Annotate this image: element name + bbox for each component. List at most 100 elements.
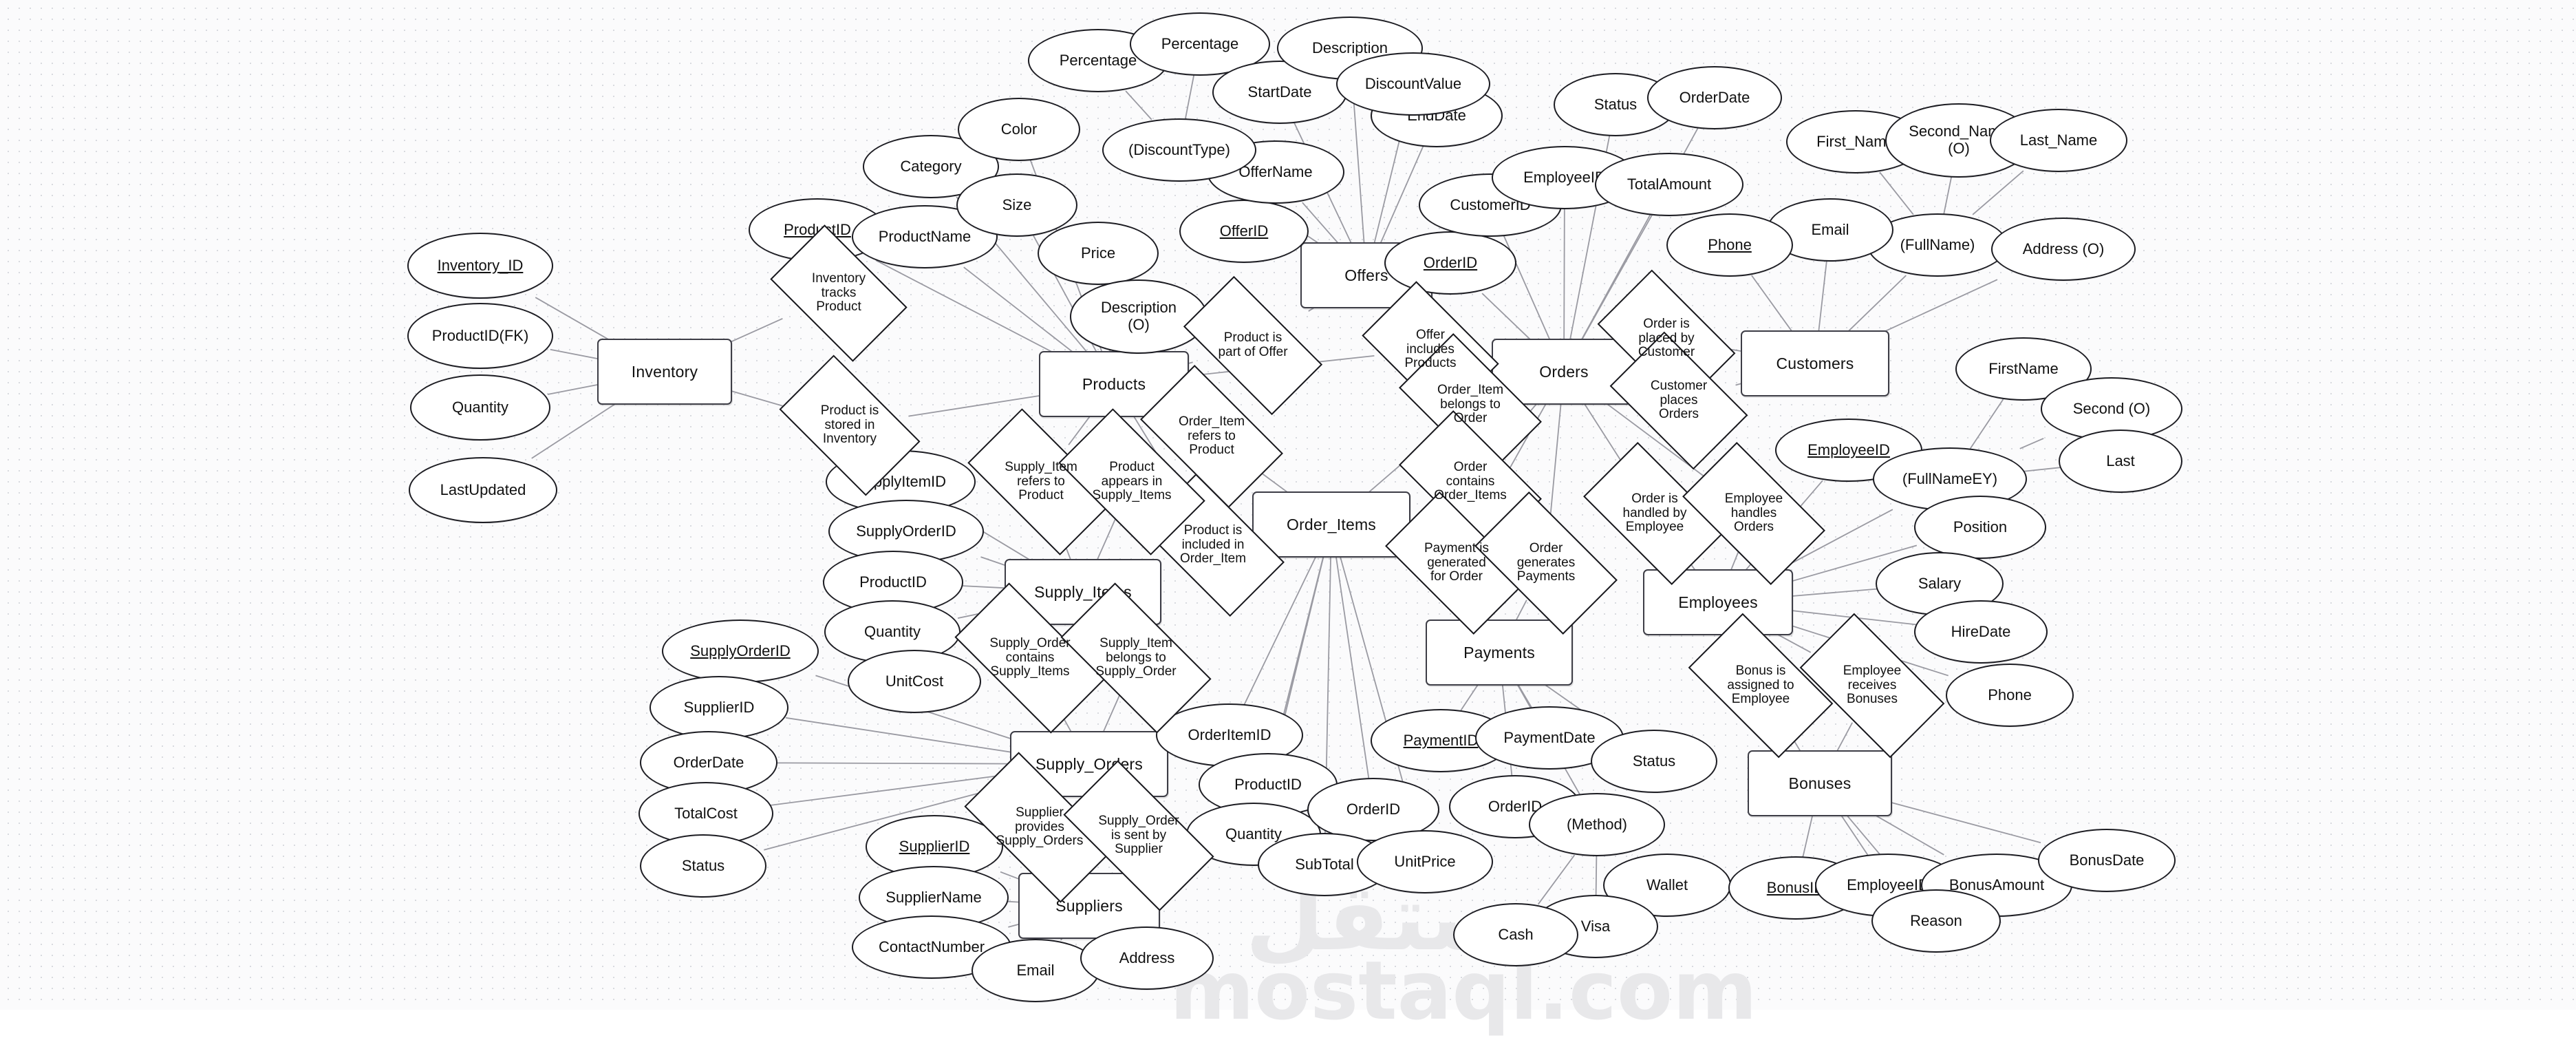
attribute-label: EmployeeID: [1523, 169, 1606, 187]
attribute-label: Phone: [1708, 237, 1752, 254]
relationship-label: Supply_Item belongs to Supply_Order: [1094, 637, 1177, 679]
attribute-discountvalue[interactable]: DiscountValue: [1336, 52, 1490, 116]
attribute-offerid[interactable]: OfferID: [1179, 200, 1309, 263]
attribute-label: SupplierName: [886, 889, 981, 907]
attribute-color[interactable]: Color: [958, 98, 1080, 161]
attribute-label: HireDate: [1951, 624, 2011, 641]
attribute-quantity[interactable]: Quantity: [410, 374, 550, 441]
attribute-label: SupplyOrderID: [856, 523, 956, 540]
connector-line: [1336, 556, 1369, 779]
attribute-productid-fk[interactable]: ProductID(FK): [407, 303, 553, 369]
connector-line: [1482, 293, 1531, 340]
attribute-label: Inventory_ID: [438, 257, 524, 275]
connector-line: [1185, 74, 1194, 120]
attribute-label: OfferName: [1238, 164, 1312, 181]
attribute-label: OrderDate: [674, 754, 744, 772]
attribute-phone[interactable]: Phone: [1946, 664, 2074, 727]
attribute-last[interactable]: Last: [2059, 430, 2182, 493]
relationship-product-is-stored-in-inventory[interactable]: Product is stored in Inventory: [788, 387, 911, 464]
entity-inventory[interactable]: Inventory: [597, 339, 732, 405]
relationship-employee-receives-bonuses[interactable]: Employee receives Bonuses: [1808, 647, 1936, 724]
attribute-label: ProductID(FK): [432, 328, 529, 345]
attribute-label: Percentage: [1161, 36, 1239, 53]
attribute-reason[interactable]: Reason: [1871, 889, 2001, 953]
relationship-label: Order is handled by Employee: [1622, 492, 1688, 535]
attribute-phone[interactable]: Phone: [1666, 213, 1793, 277]
attribute-label: OrderID: [1346, 801, 1400, 818]
attribute-label: TotalAmount: [1627, 176, 1711, 193]
attribute-unitprice[interactable]: UnitPrice: [1357, 830, 1493, 893]
connector-line: [964, 267, 1073, 352]
relationship-label: Product appears in Supply_Items: [1091, 460, 1172, 503]
attribute-description-o[interactable]: Description (O): [1070, 279, 1208, 354]
attribute-label: Visa: [1581, 918, 1610, 935]
attribute-supplierid[interactable]: SupplierID: [650, 676, 788, 739]
attribute-supplyorderid[interactable]: SupplyOrderID: [662, 619, 819, 683]
attribute-inventory-id[interactable]: Inventory_ID: [407, 233, 553, 299]
entity-payments[interactable]: Payments: [1426, 619, 1573, 686]
relationship-product-is-part-of-offer[interactable]: Product is part of Offer: [1190, 310, 1316, 381]
attribute-label: Quantity: [1225, 826, 1282, 843]
attribute-address[interactable]: Address: [1080, 926, 1214, 990]
relationship-customer-places-orders[interactable]: Customer places Orders: [1620, 362, 1738, 439]
entity-bonuses[interactable]: Bonuses: [1748, 750, 1892, 816]
attribute-label: StartDate: [1248, 84, 1312, 101]
attribute-bonusdate[interactable]: BonusDate: [2038, 829, 2176, 892]
attribute-label: Salary: [1918, 575, 1961, 593]
attribute-email[interactable]: Email: [972, 939, 1099, 1002]
attribute-label: SupplierID: [684, 699, 755, 717]
relationship-supply-order-is-sent-by-supplier[interactable]: Supply_Order is sent by Supplier: [1071, 797, 1207, 874]
connector-line: [1837, 723, 1853, 752]
attribute-label: Address (O): [2023, 241, 2105, 258]
attribute-label: (Method): [1567, 816, 1627, 834]
attribute-label: Email: [1811, 222, 1849, 239]
connector-line: [1803, 815, 1812, 858]
attribute-label: LastUpdated: [440, 482, 526, 499]
attribute-label: Position: [1953, 519, 2007, 536]
connector-line: [1848, 275, 1907, 332]
relationship-inventory-tracks-product[interactable]: Inventory tracks Product: [780, 255, 897, 332]
attribute-label: (DiscountType): [1128, 142, 1230, 159]
relationship-employee-handles-orders[interactable]: Employee handles Orders: [1691, 475, 1816, 552]
relationship-bonus-is-assigned-to-employee[interactable]: Bonus is assigned to Employee: [1697, 647, 1825, 724]
attribute-label: Address: [1119, 950, 1175, 967]
attribute-label: Quantity: [864, 624, 921, 641]
attribute-label: ContactNumber: [879, 939, 985, 956]
entity-label: Orders: [1539, 363, 1589, 381]
attribute-size[interactable]: Size: [956, 173, 1077, 237]
attribute-status[interactable]: Status: [1591, 730, 1717, 793]
attribute-cash[interactable]: Cash: [1453, 903, 1578, 966]
connector-line: [1752, 275, 1792, 332]
entity-customers[interactable]: Customers: [1741, 330, 1889, 396]
connector-line: [1549, 403, 1561, 526]
attribute-label: Quantity: [452, 399, 508, 416]
relationship-label: Supplier provides Supply_Orders: [995, 806, 1085, 849]
connector-line: [1097, 519, 1115, 560]
relationship-order-generates-payments[interactable]: Order generates Payments: [1483, 525, 1609, 602]
attribute-status[interactable]: Status: [640, 834, 766, 898]
attribute-method[interactable]: (Method): [1529, 793, 1665, 856]
attribute-label: Email: [1016, 962, 1054, 979]
connector-line: [550, 350, 600, 359]
attribute-last-name[interactable]: Last_Name: [1990, 109, 2127, 172]
relationship-label: Supply_Order contains Supply_Items: [988, 637, 1071, 679]
connector-line: [1538, 855, 1575, 904]
entity-label: Customers: [1777, 354, 1854, 373]
attribute-discounttype[interactable]: (DiscountType): [1102, 118, 1256, 182]
attribute-totalamount[interactable]: TotalAmount: [1595, 153, 1743, 216]
attribute-lastupdated[interactable]: LastUpdated: [409, 457, 557, 523]
connector-line: [1971, 399, 2004, 449]
attribute-position[interactable]: Position: [1914, 496, 2046, 559]
attribute-unitcost[interactable]: UnitCost: [848, 650, 981, 713]
relationship-supply-item-belongs-to-supply-order[interactable]: Supply_Item belongs to Supply_Order: [1068, 619, 1204, 697]
attribute-label: SupplierID: [899, 838, 970, 856]
connector-line: [1889, 802, 2041, 843]
attribute-orderid[interactable]: OrderID: [1384, 231, 1516, 295]
attribute-address-o[interactable]: Address (O): [1991, 218, 2136, 281]
relationship-label: Inventory tracks Product: [811, 272, 867, 315]
attribute-label: Last: [2106, 453, 2135, 470]
attribute-price[interactable]: Price: [1038, 222, 1159, 285]
attribute-orderdate[interactable]: OrderDate: [1647, 66, 1782, 129]
attribute-label: TotalCost: [674, 805, 738, 823]
